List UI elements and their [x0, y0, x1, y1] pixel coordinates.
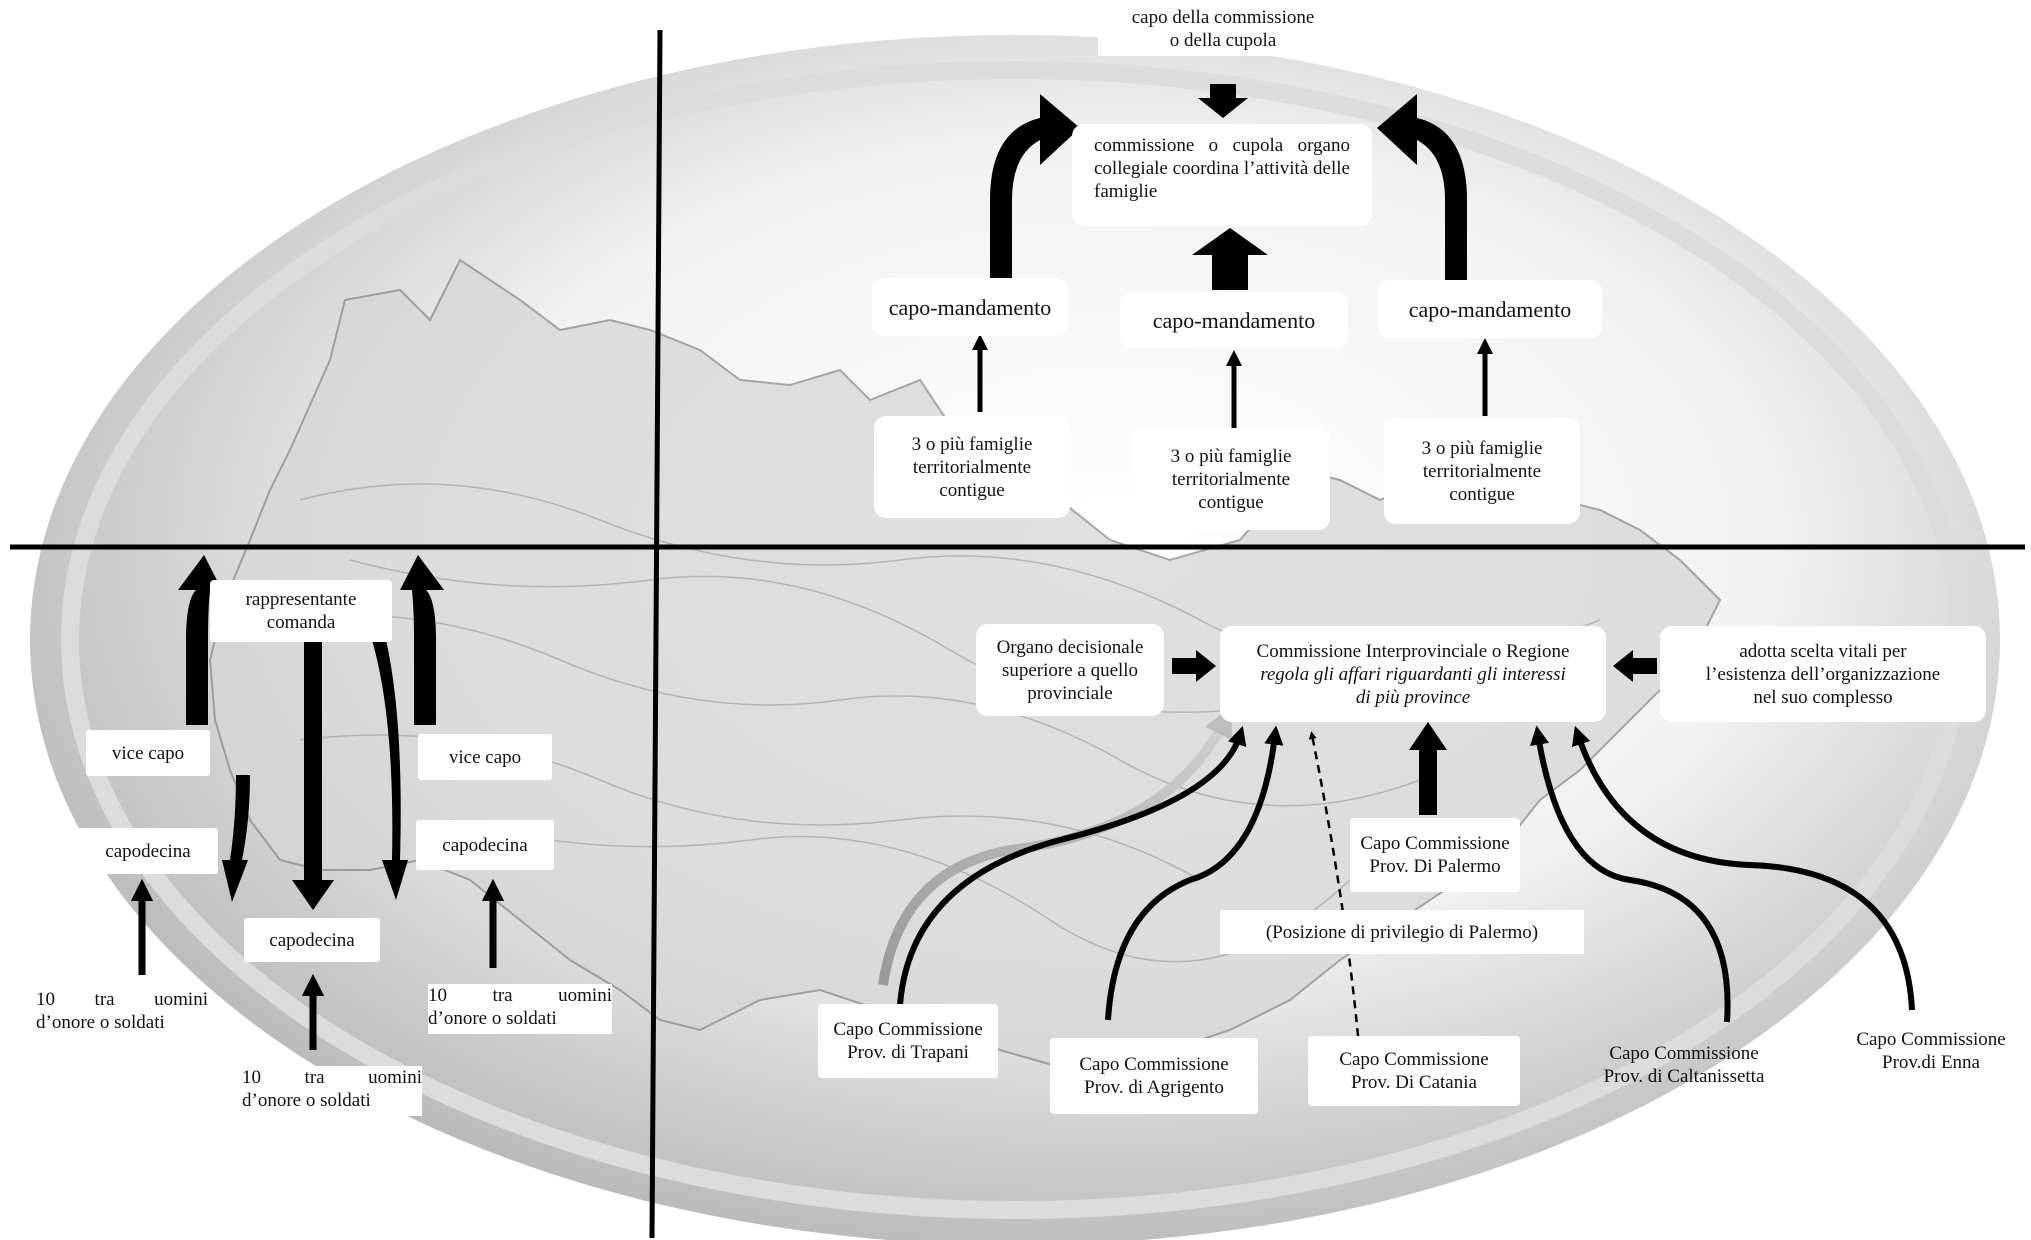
adotta-line-1: adotta scelta vitali per — [1739, 640, 1907, 662]
catania-line-2: Prov. Di Catania — [1351, 1072, 1477, 1093]
mandamento-left-box: capo-mandamento — [872, 278, 1068, 336]
organo-line-1: Organo decisionale — [996, 636, 1144, 658]
catania-box: Capo Commissione Prov. Di Catania — [1308, 1036, 1520, 1106]
arrow-mandamento-left-curve — [990, 94, 1080, 280]
soldati-left-line-1: 10 tra uomini — [36, 989, 208, 1010]
arrow-catania-dashed — [1308, 731, 1360, 1037]
organo-line-3: provinciale — [1027, 682, 1113, 704]
capodecina-right-box: capodecina — [416, 820, 554, 870]
organo-box: Organo decisionale superiore a quello pr… — [976, 624, 1164, 716]
famiglie-right-line-2: territorialmente — [1422, 460, 1542, 482]
privilegio-box: (Posizione di privilegio di Palermo) — [1220, 910, 1584, 954]
famiglie-right-line-1: 3 o più famiglie — [1421, 437, 1543, 459]
arrow-trapani-curve — [897, 725, 1247, 1006]
famiglie-left-line-2: territorialmente — [912, 456, 1032, 478]
cupola-head-line-1: capo della commissione — [1131, 7, 1315, 28]
arrow-rappresentante-down-center — [292, 640, 334, 910]
interprovinciale-desc-line-2: di più province — [1355, 686, 1471, 708]
mandamento-left-label: capo-mandamento — [888, 294, 1052, 320]
adotta-line-3: nel suo complesso — [1753, 686, 1893, 708]
catania-line-1: Capo Commissione — [1339, 1049, 1489, 1070]
rappresentante-box: rappresentante comanda — [210, 580, 392, 642]
arrow-mandamento-right-curve — [1377, 94, 1467, 280]
organo-line-2: superiore a quello — [1001, 659, 1139, 681]
soldati-center-line-1: 10 tra uomini — [242, 1067, 422, 1088]
rappresentante-line-1: rappresentante — [245, 589, 357, 610]
caltanissetta-line-2: Prov. di Caltanissetta — [1603, 1066, 1765, 1087]
privilegio-label: (Posizione di privilegio di Palermo) — [1265, 921, 1539, 943]
trapani-line-2: Prov. di Trapani — [847, 1042, 969, 1063]
palermo-line-2: Prov. Di Palermo — [1369, 856, 1501, 877]
arrow-mandamento-mid-up — [1192, 228, 1268, 290]
arrow-vice-capo-right-up — [400, 555, 444, 725]
mandamento-mid-label: capo-mandamento — [1152, 307, 1316, 333]
sicily-map-shape — [208, 258, 1722, 1072]
arrow-organo-right — [1172, 650, 1216, 682]
soldati-left-line-2: d’onore o soldati — [36, 1012, 165, 1033]
arrow-agrigento-curve — [1105, 725, 1284, 1021]
capodecina-left-label: capodecina — [105, 840, 191, 862]
trapani-box: Capo Commissione Prov. di Trapani — [818, 1004, 998, 1078]
arrow-adotta-left — [1613, 650, 1657, 682]
vertical-divider — [649, 29, 663, 1239]
famiglie-left-line-1: 3 o più famiglie — [911, 433, 1033, 455]
arrow-trapani-grey — [878, 706, 1232, 986]
famiglie-mid-box: 3 o più famiglie territorialmente contig… — [1132, 428, 1330, 530]
famiglie-left-box: 3 o più famiglie territorialmente contig… — [874, 416, 1070, 518]
soldati-center-label: 10 tra uomini d’onore o soldati — [242, 1066, 422, 1116]
capodecina-center-box: capodecina — [244, 918, 380, 962]
cupola-head-label: capo della commissione o della cupola — [1098, 6, 1348, 56]
vice-capo-left-box: vice capo — [86, 730, 210, 776]
trapani-line-1: Capo Commissione — [833, 1019, 983, 1040]
famiglie-left-line-3: contigue — [939, 479, 1005, 501]
rappresentante-line-2: comanda — [266, 612, 336, 633]
interprovinciale-box: Commissione Interprovinciale o Regione r… — [1220, 626, 1606, 722]
arrow-vice-capo-left-up — [178, 555, 222, 725]
capodecina-left-box: capodecina — [78, 828, 218, 874]
vice-capo-left-label: vice capo — [111, 742, 185, 764]
interprovinciale-title: Commissione Interprovinciale o Regione — [1256, 640, 1570, 662]
famiglie-mid-line-1: 3 o più famiglie — [1170, 445, 1292, 467]
interprovinciale-desc-line-1: regola gli affari riguardanti gli intere… — [1260, 663, 1566, 685]
cupola-box: commissione o cupola organo collegiale c… — [1072, 124, 1372, 226]
enna-line-1: Capo Commissione — [1856, 1029, 2006, 1050]
arrow-rappresentante-down-left — [222, 775, 250, 902]
soldati-right-line-2: d’onore o soldati — [428, 1008, 557, 1029]
agrigento-line-1: Capo Commissione — [1079, 1054, 1229, 1075]
adotta-line-2: l’esistenza dell’organizzazione — [1705, 663, 1941, 685]
mandamento-right-box: capo-mandamento — [1378, 280, 1602, 338]
mandamento-mid-box: capo-mandamento — [1120, 292, 1348, 348]
sicily-map-texture — [279, 483, 1601, 963]
adotta-box: adotta scelta vitali per l’esistenza del… — [1660, 626, 1986, 722]
famiglie-mid-line-3: contigue — [1198, 491, 1264, 513]
palermo-line-1: Capo Commissione — [1360, 833, 1510, 854]
enna-line-2: Prov.di Enna — [1882, 1052, 1980, 1073]
arrow-rappresentante-down-right — [372, 640, 408, 900]
arrow-cupola-head-down — [1198, 84, 1248, 118]
soldati-center-line-2: d’onore o soldati — [242, 1090, 371, 1111]
agrigento-line-2: Prov. di Agrigento — [1084, 1077, 1224, 1098]
arrow-caltanissetta-curve — [1530, 725, 1731, 1023]
soldati-left-label: 10 tra uomini d’onore o soldati — [36, 988, 208, 1038]
vice-capo-right-label: vice capo — [448, 746, 522, 768]
mandamento-right-label: capo-mandamento — [1408, 296, 1572, 322]
famiglie-right-box: 3 o più famiglie territorialmente contig… — [1384, 418, 1580, 524]
cupola-head-line-2: o della cupola — [1169, 30, 1277, 51]
capodecina-right-label: capodecina — [442, 834, 528, 856]
caltanissetta-label: Capo Commissione Prov. di Caltanissetta — [1576, 1042, 1792, 1088]
vice-capo-right-box: vice capo — [418, 734, 552, 780]
soldati-right-line-1: 10 tra uomini — [428, 985, 612, 1006]
caltanissetta-line-1: Capo Commissione — [1609, 1043, 1759, 1064]
enna-label: Capo Commissione Prov.di Enna — [1836, 1028, 2026, 1074]
agrigento-box: Capo Commissione Prov. di Agrigento — [1050, 1038, 1258, 1114]
arrow-enna-curve — [1571, 725, 1915, 1011]
famiglie-mid-line-2: territorialmente — [1171, 468, 1291, 490]
famiglie-right-line-3: contigue — [1449, 483, 1515, 505]
cupola-text: commissione o cupola organo collegiale c… — [1094, 135, 1350, 202]
soldati-right-label: 10 tra uomini d’onore o soldati — [428, 984, 612, 1034]
palermo-box: Capo Commissione Prov. Di Palermo — [1350, 818, 1520, 892]
capodecina-center-label: capodecina — [269, 929, 355, 951]
arrow-palermo-up — [1409, 722, 1447, 815]
